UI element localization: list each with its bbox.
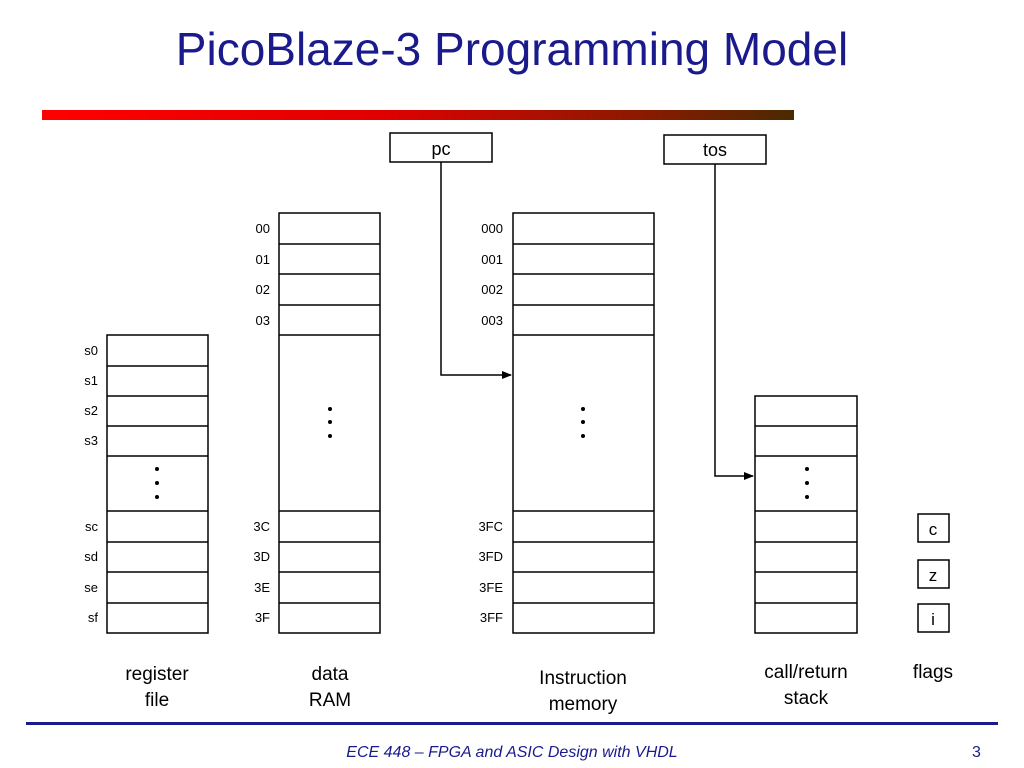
flag-box-z bbox=[917, 559, 950, 589]
imem-address-label: 3FC bbox=[478, 519, 503, 534]
data-ram-caption: data bbox=[312, 664, 349, 685]
flags-caption: flags bbox=[913, 662, 953, 683]
imem-address-label: 002 bbox=[481, 282, 503, 297]
imem-address-label: 3FF bbox=[480, 610, 503, 625]
register-label: sd bbox=[84, 549, 98, 564]
register-label: s0 bbox=[84, 343, 98, 358]
data-ram-ellipsis bbox=[328, 407, 332, 438]
register-label: s1 bbox=[84, 373, 98, 388]
imem-address-label: 3FE bbox=[479, 580, 503, 595]
pc-arrow bbox=[440, 162, 512, 379]
pc-label: pc bbox=[431, 139, 450, 159]
stack-caption: stack bbox=[784, 688, 829, 709]
slide-title: PicoBlaze-3 Programming Model bbox=[175, 23, 849, 75]
call-return-stack: call/return stack bbox=[754, 395, 858, 709]
ram-address-label: 3D bbox=[253, 549, 270, 564]
flag-label-c: c bbox=[929, 520, 938, 539]
flag-box-i bbox=[917, 603, 950, 633]
register-file-ellipsis bbox=[155, 467, 159, 499]
flag-box-c bbox=[917, 513, 950, 543]
imem-address-label: 000 bbox=[481, 221, 503, 236]
register-label: s2 bbox=[84, 403, 98, 418]
instruction-memory-caption: memory bbox=[549, 694, 618, 715]
instruction-memory: 000 001 002 003 3FC 3FD 3FE 3FF Instruct… bbox=[478, 212, 655, 715]
tos-pointer: tos bbox=[663, 134, 767, 480]
flag-label-z: z bbox=[929, 566, 938, 585]
footer-course-title: ECE 448 – FPGA and ASIC Design with VHDL bbox=[346, 744, 678, 761]
flags: c z i flags bbox=[913, 513, 953, 683]
register-label: sc bbox=[85, 519, 99, 534]
stack-caption: call/return bbox=[764, 662, 847, 683]
register-label: s3 bbox=[84, 433, 98, 448]
register-file-caption: file bbox=[145, 690, 169, 711]
ram-address-label: 3C bbox=[253, 519, 270, 534]
register-label: sf bbox=[88, 610, 99, 625]
ram-address-label: 02 bbox=[256, 282, 270, 297]
data-ram-caption: RAM bbox=[309, 690, 351, 711]
ram-address-label: 01 bbox=[256, 252, 270, 267]
imem-address-label: 3FD bbox=[478, 549, 503, 564]
imem-address-label: 003 bbox=[481, 313, 503, 328]
stack-ellipsis bbox=[805, 467, 809, 499]
ram-address-label: 03 bbox=[256, 313, 270, 328]
instruction-memory-ellipsis bbox=[581, 407, 585, 438]
instruction-memory-caption: Instruction bbox=[539, 668, 627, 689]
ram-address-label: 3E bbox=[254, 580, 270, 595]
data-ram: 00 01 02 03 3C 3D 3E 3F data RAM bbox=[253, 212, 381, 711]
flag-label-i: i bbox=[931, 610, 935, 629]
register-file: s0 s1 s2 s3 sc sd se sf register file bbox=[84, 334, 209, 711]
title-underline-bar bbox=[42, 110, 794, 120]
ram-address-label: 3F bbox=[255, 610, 270, 625]
tos-arrow bbox=[714, 164, 754, 480]
register-label: se bbox=[84, 580, 98, 595]
tos-label: tos bbox=[703, 140, 727, 160]
pc-pointer: pc bbox=[389, 132, 512, 379]
imem-address-label: 001 bbox=[481, 252, 503, 267]
footer-divider bbox=[26, 722, 998, 725]
ram-address-label: 00 bbox=[256, 221, 270, 236]
page-number: 3 bbox=[972, 744, 981, 761]
register-file-caption: register bbox=[125, 664, 189, 685]
